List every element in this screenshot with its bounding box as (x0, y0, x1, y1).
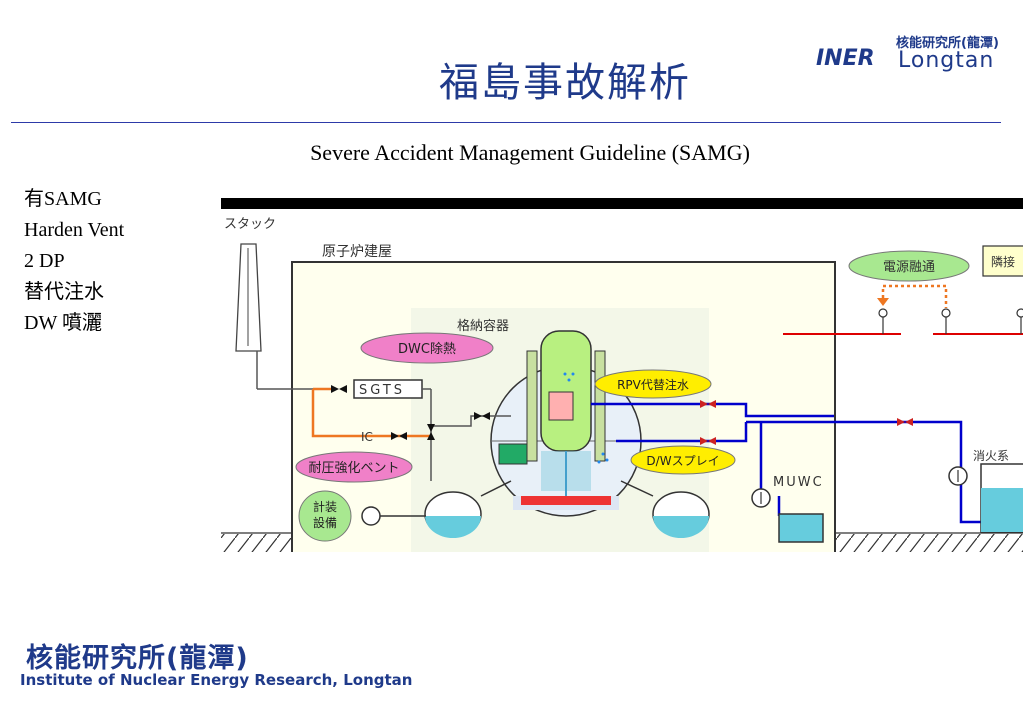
suppression-pool-right (652, 491, 710, 538)
rpv-injection-line (591, 402, 834, 418)
bubble-rpv-injection-label: RPV代替注水 (617, 377, 689, 392)
suppression-pool-left (424, 491, 482, 538)
dw-spray-line (616, 422, 748, 443)
bubble-dwc (360, 332, 494, 364)
bubble-instrument (298, 490, 352, 542)
fire-system-label: 消火系 (973, 449, 1009, 463)
note-item: 2 DP (24, 250, 65, 272)
reactor-pressure-vessel (540, 330, 592, 452)
muwc-tank (778, 513, 824, 543)
iner-logo: 核能研究所(龍潭) INER Longtan (812, 32, 1017, 78)
containment-label: 格納容器 (457, 318, 509, 334)
instrument-line-1: 計装 (313, 499, 337, 514)
stack-label: スタック (224, 217, 276, 232)
bubble-dwc-label: DWC除熱 (398, 342, 456, 357)
footer-institute-name: 核能研究所(龍潭) (26, 643, 249, 674)
breaker-icon (878, 308, 1023, 334)
sgts-label: SGTS (359, 383, 405, 398)
logo-longtan-text: Longtan (898, 48, 995, 73)
note-item: 有SAMG (24, 188, 102, 210)
logo-institute-name: 核能研究所(龍潭) (896, 36, 999, 51)
samg-system-diagram: スタック 原子炉建屋 格納容器 (221, 198, 1023, 552)
footer-logo: 核能研究所(龍潭) Institute of Nuclear Energy Re… (20, 636, 420, 696)
header-divider (11, 122, 1001, 123)
reactor-building-label: 原子炉建屋 (322, 244, 392, 260)
rupture-disc-icon: IC (361, 430, 373, 444)
page-title: 福島事故解析 (439, 60, 691, 106)
note-item: 替代注水 (24, 281, 104, 303)
logo-iner-text: INER (816, 46, 875, 71)
core (548, 391, 574, 421)
bubble-vent (295, 451, 413, 483)
instrument-line-2: 設備 (313, 515, 337, 530)
bubble-power (848, 250, 970, 282)
power-interchange-line (881, 284, 948, 308)
bubble-vent-label: 耐圧強化ベント (308, 461, 399, 476)
adjacent-unit-label: 隣接 (991, 254, 1015, 269)
bubble-dw-spray (630, 445, 736, 475)
muwc-line (759, 422, 781, 516)
bubble-dw-spray-label: D/Wスプレイ (646, 454, 719, 468)
instrument-icon (361, 506, 381, 526)
note-item: DW 噴灑 (24, 312, 102, 334)
adjacent-unit-box (982, 245, 1023, 277)
bubble-power-label: 電源融通 (883, 260, 935, 275)
dwc-equipment (498, 443, 528, 465)
bullet-notes: 有SAMG Harden Vent 2 DP 替代注水 DW 噴灑 (24, 184, 124, 339)
pedestal-debris (521, 496, 611, 505)
muwc-label: MUWC (773, 475, 824, 490)
slide-subtitle: Severe Accident Management Guideline (SA… (310, 140, 750, 165)
note-item: Harden Vent (24, 219, 125, 241)
bubble-instrument-label: 計装設備 (313, 499, 337, 530)
footer-institute-english: Institute of Nuclear Energy Research, Lo… (20, 671, 413, 689)
valve-icon (331, 385, 490, 440)
top-black-bar (221, 198, 1023, 209)
blue-valve-icon (700, 400, 913, 445)
bubble-rpv-injection (594, 369, 712, 399)
